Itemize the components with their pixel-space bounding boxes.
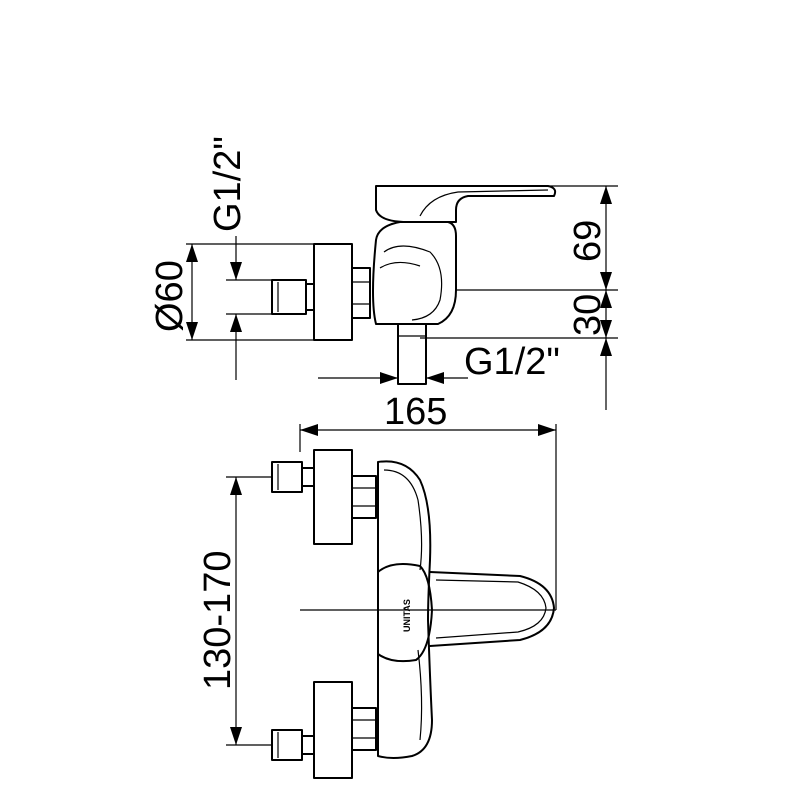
label-height-lower: 30: [567, 294, 609, 336]
label-height-upper: 69: [567, 220, 609, 262]
front-dimension-spacing: [226, 476, 272, 746]
front-handle-lever: [429, 571, 555, 647]
side-hex-nut: [351, 267, 371, 319]
side-inlet-connector: [271, 279, 315, 315]
brand-logo: UNITAS: [402, 599, 412, 632]
front-upper-flange: [313, 449, 353, 545]
front-mixer-body: [377, 460, 433, 759]
label-width: 165: [384, 391, 447, 433]
side-handle-lever: [375, 185, 557, 223]
side-view: [271, 185, 557, 385]
front-lower-flange: [313, 681, 353, 779]
front-view: UNITAS: [271, 449, 555, 779]
side-wall-flange: [313, 243, 353, 341]
side-bottom-outlet: [397, 323, 427, 385]
label-side-top-thread: G1/2": [207, 136, 249, 232]
label-spacing: 130-170: [197, 551, 239, 690]
label-bottom-thread: G1/2": [464, 341, 560, 383]
side-mixer-body: [372, 221, 457, 325]
label-diameter: Ø60: [149, 260, 191, 332]
front-dimension-width: [299, 424, 557, 610]
side-dimension-lines: [186, 185, 618, 410]
